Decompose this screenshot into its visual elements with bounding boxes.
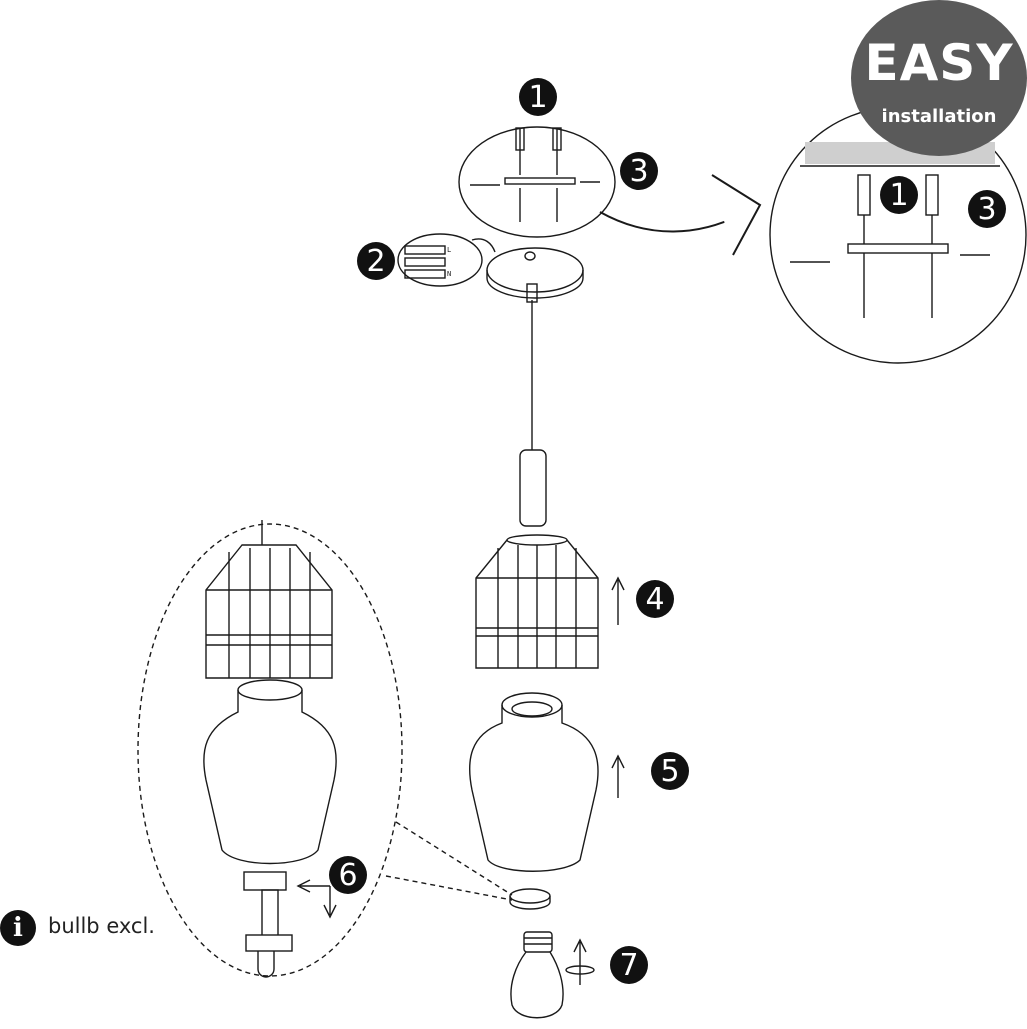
shade-detail [203, 679, 337, 865]
bracket-large [790, 174, 990, 318]
wire-cage [475, 534, 599, 669]
glass-shade [469, 692, 599, 872]
step-5-marker: 5 [651, 752, 689, 790]
badge-title: EASY [864, 34, 1014, 92]
step-7-marker: 7 [610, 946, 648, 984]
step-4-marker: 4 [636, 580, 674, 618]
bracket-small [470, 127, 600, 222]
wiring-detail [397, 233, 483, 287]
badge-subtitle: installation [881, 106, 997, 127]
step-3-marker-detail: 3 [968, 190, 1006, 228]
easy-installation-badge: EASY installation [851, 0, 1027, 156]
bracket-detail-small [458, 126, 616, 238]
ceiling-canopy [486, 247, 584, 299]
detail-arrow [599, 211, 741, 233]
step-3-marker: 3 [620, 152, 658, 190]
terminal-block [404, 245, 446, 279]
info-icon: i [0, 910, 36, 946]
assembly-detail [137, 523, 403, 977]
socket-holder [519, 449, 547, 527]
step-2-marker: 2 [357, 242, 395, 280]
shade-ring [509, 888, 551, 910]
step-1-marker-detail: 1 [880, 176, 918, 214]
wire-label-l: L [447, 246, 452, 254]
step-6-marker: 6 [329, 856, 367, 894]
wire-label-n: N [447, 270, 452, 278]
socket-detail [243, 871, 293, 978]
step-1-marker: 1 [519, 78, 557, 116]
cage-detail [205, 520, 333, 679]
bulb-excluded-note: bullb excl. [48, 914, 155, 938]
bulb [510, 931, 564, 1019]
